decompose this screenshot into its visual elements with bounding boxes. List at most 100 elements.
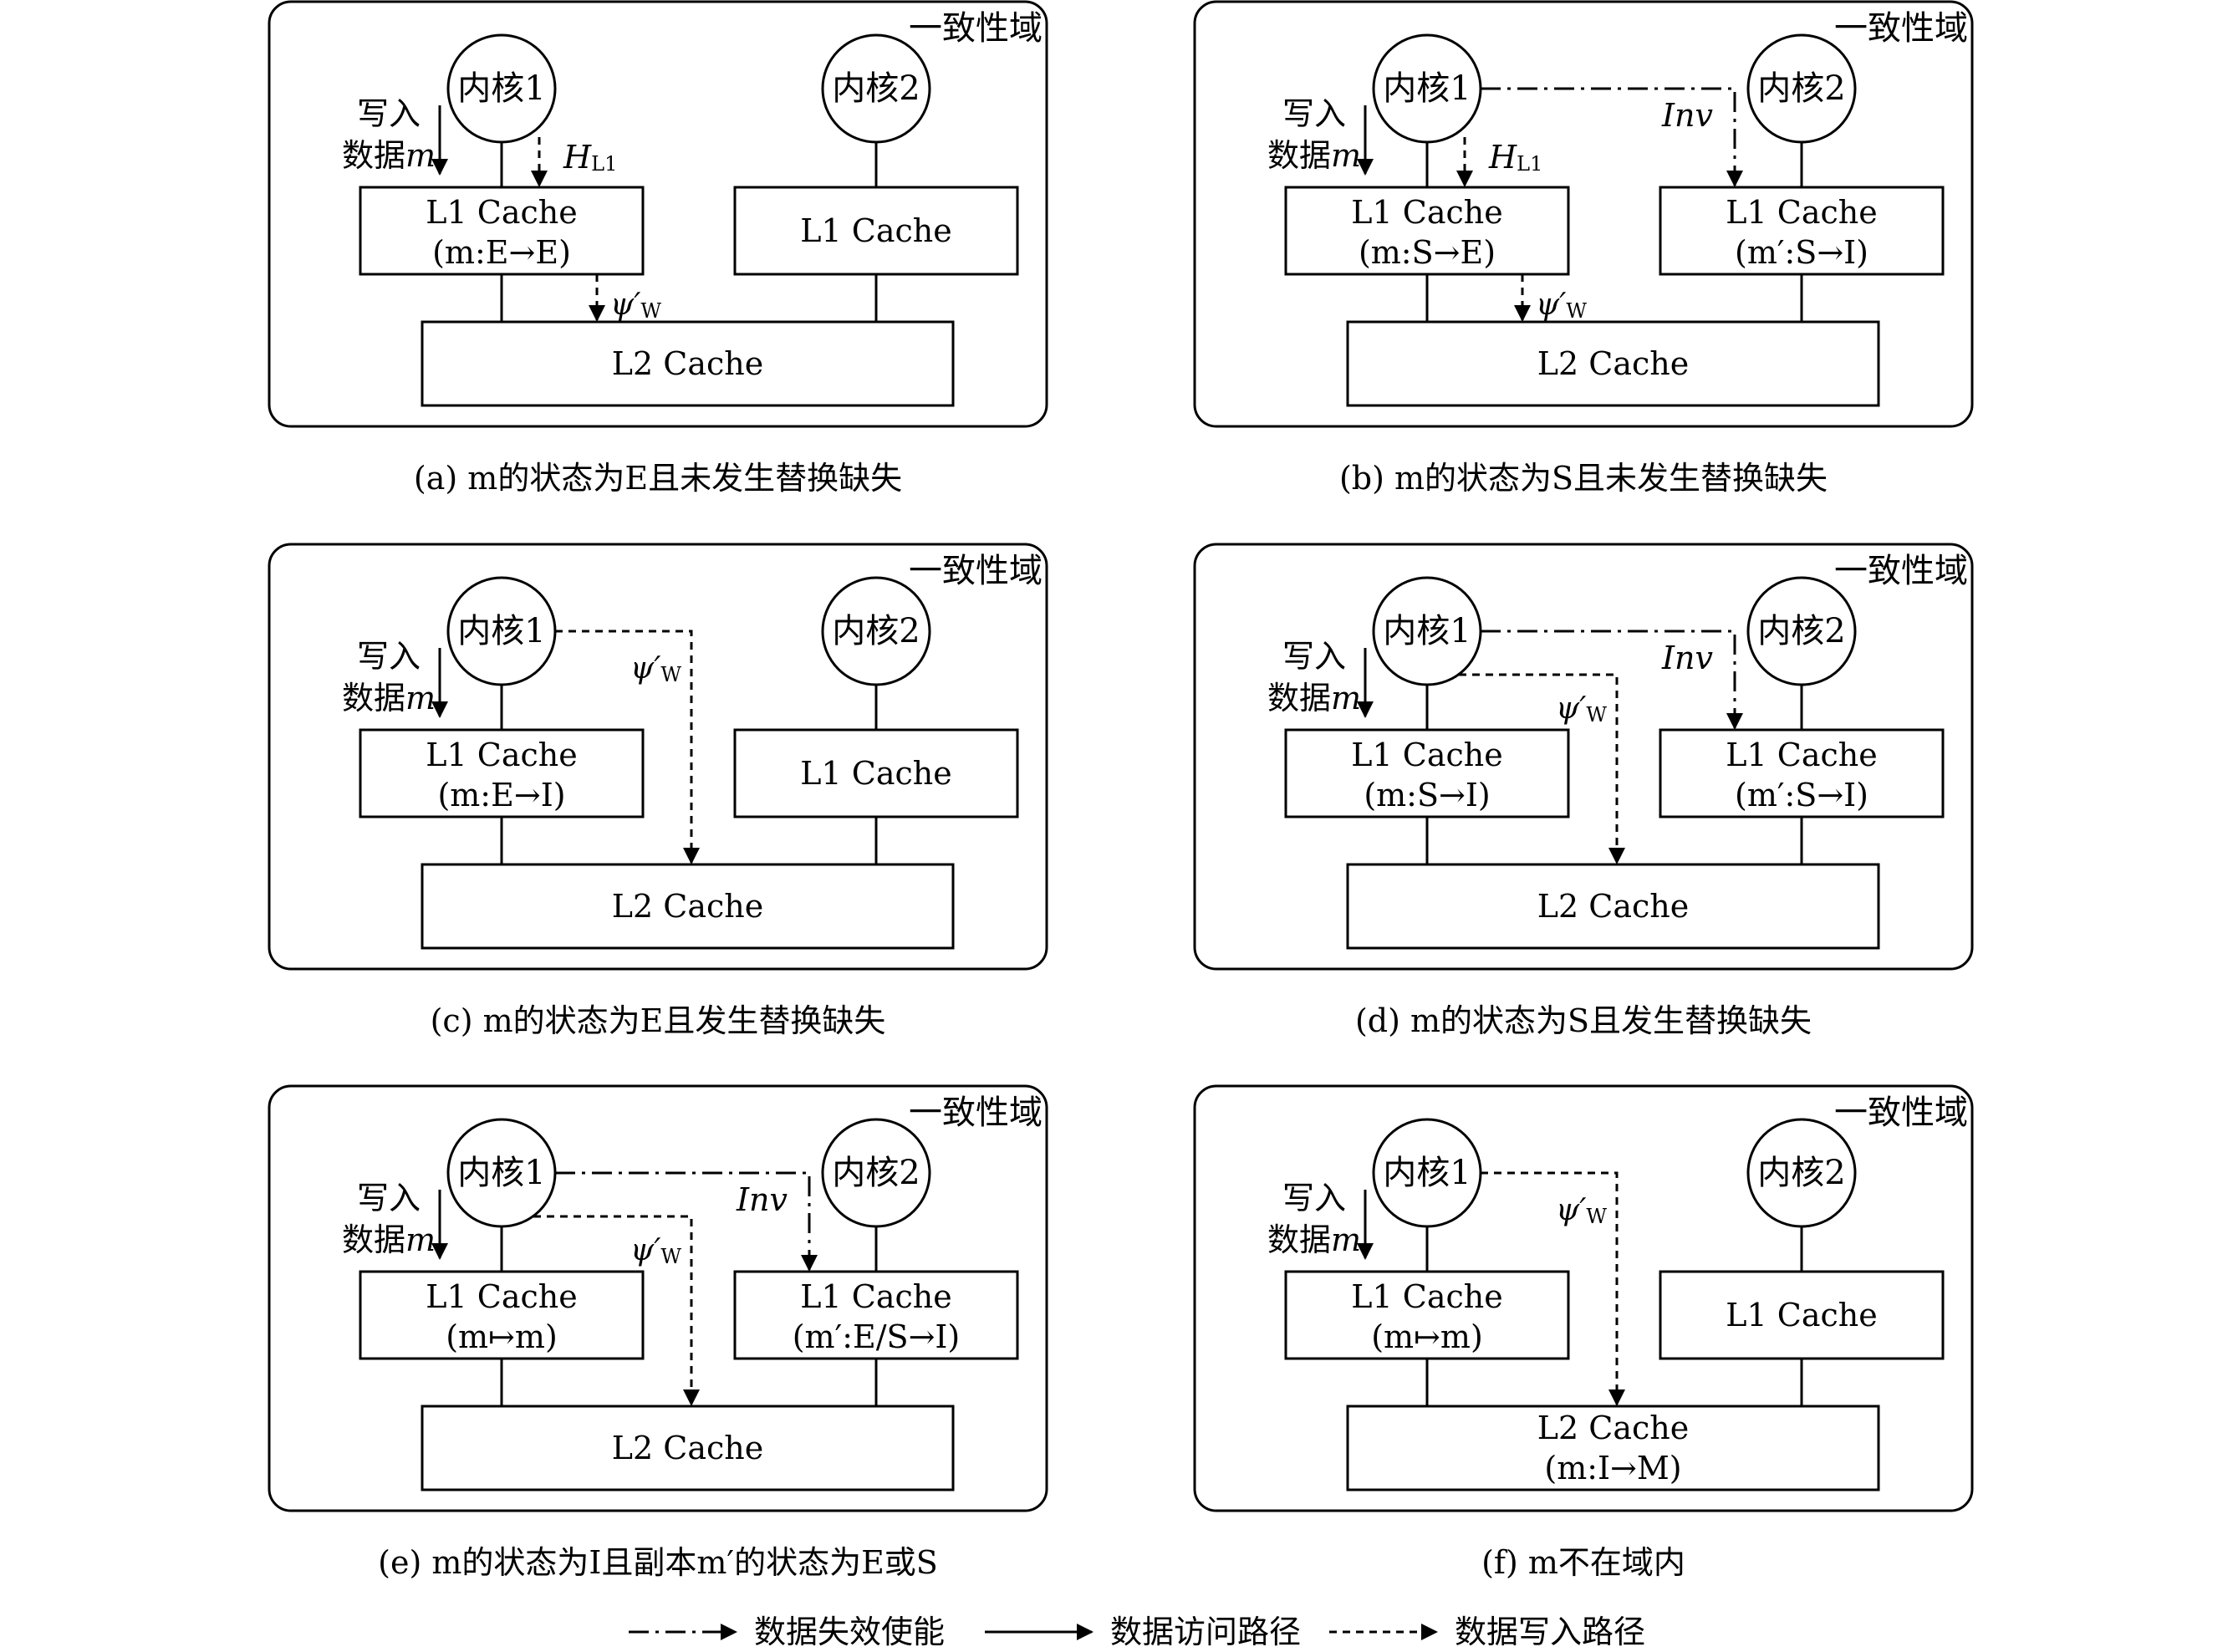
l2-label: L2 Cache (1537, 888, 1689, 925)
write-l2-path (555, 630, 700, 864)
l1-left-state: (m:S→E) (1359, 234, 1496, 271)
panel-caption: (f) m不在域内 (1481, 1544, 1685, 1581)
hit-l1-label: HL1 (563, 139, 617, 176)
write-label-line2: 数据m (342, 1221, 436, 1258)
panel-caption: (d) m的状态为S且发生替换缺失 (1355, 1002, 1812, 1039)
inv-label: Inv (736, 1181, 788, 1218)
l1-right-label: L1 Cache (800, 212, 951, 249)
core2-label: 内核2 (832, 612, 920, 650)
psi-w-label: ψ′W (1536, 288, 1587, 324)
core1-label: 内核1 (1383, 1154, 1471, 1192)
l1-left-state: (m:S→I) (1364, 777, 1490, 813)
l1-cache-right (733, 186, 1019, 276)
core1-label: 内核1 (1383, 612, 1471, 650)
coherence-domain-box (268, 0, 1048, 428)
legend-label-dashed: 数据写入路径 (1455, 1614, 1645, 1648)
write-label-line1: 写入 (357, 95, 421, 132)
l1-left-state: (m:E→I) (437, 777, 565, 813)
write-label-line2: 数据m (1267, 137, 1361, 174)
l1-left-label: L1 Cache (426, 194, 577, 231)
psi-w-label: ψ′W (630, 651, 681, 687)
coherence-domain-box (1193, 543, 1974, 971)
write-label-line1: 写入 (357, 638, 421, 675)
l1-right-state: (m′:E/S→I) (793, 1318, 961, 1355)
domain-label: 一致性域 (1834, 1094, 1968, 1132)
core2-label: 内核2 (1757, 69, 1845, 108)
panel-caption: (b) m的状态为S且未发生替换缺失 (1339, 460, 1828, 497)
coherence-domain-box (1193, 0, 1974, 428)
write-label-line2: 数据m (1267, 1221, 1361, 1258)
domain-label: 一致性域 (1834, 552, 1968, 590)
l2-cache (1346, 320, 1880, 407)
core1-label: 内核1 (457, 69, 545, 108)
psi-w-label: ψ′W (610, 288, 661, 324)
l1-cache-left (1284, 186, 1570, 276)
panel-caption: (c) m的状态为E且发生替换缺失 (431, 1002, 886, 1039)
l1-left-label: L1 Cache (426, 737, 577, 773)
l2-cache (1346, 1405, 1880, 1491)
l2-cache (1346, 863, 1880, 950)
write-label-line2: 数据m (342, 137, 436, 174)
l1-right-state: (m′:S→I) (1735, 234, 1868, 271)
domain-label: 一致性域 (909, 552, 1043, 590)
coherence-domain-box (268, 1084, 1048, 1512)
l2-label: L2 Cache (1537, 345, 1689, 382)
core2-label: 内核2 (832, 1154, 920, 1192)
inv-label: Inv (1661, 640, 1713, 676)
l1-right-label: L1 Cache (800, 755, 951, 792)
invalidate-path (1481, 87, 1743, 187)
l1-left-state: (m:E→E) (432, 234, 571, 271)
l1-right-label: L1 Cache (1726, 737, 1877, 773)
legend: 数据失效使能 数据访问路径 数据写入路径 (629, 1614, 1645, 1650)
psi-w-label: ψ′W (1556, 1193, 1607, 1229)
l1-left-state: (m↦m) (1371, 1318, 1483, 1355)
l1-right-label: L1 Cache (1726, 1297, 1877, 1333)
l1-right-label: L1 Cache (800, 1278, 951, 1315)
domain-label: 一致性域 (1834, 9, 1968, 48)
core1-label: 内核1 (1383, 69, 1471, 108)
l1-cache-right (1659, 186, 1945, 276)
core2-label: 内核2 (832, 69, 920, 108)
write-label-line1: 写入 (1282, 1180, 1346, 1216)
l1-right-state: (m′:S→I) (1735, 777, 1868, 813)
panel-caption: (e) m的状态为I且副本m′的状态为E或S (378, 1544, 938, 1581)
l2-cache (421, 863, 955, 950)
l2-label: L2 Cache (1537, 1410, 1689, 1446)
core2-label: 内核2 (1757, 1154, 1845, 1192)
psi-w-label: ψ′W (1556, 691, 1607, 727)
domain-label: 一致性域 (909, 9, 1043, 48)
l1-cache-left (359, 728, 645, 818)
inv-label: Inv (1661, 97, 1713, 134)
l1-left-state: (m↦m) (446, 1318, 558, 1355)
l2-state: (m:I→M) (1544, 1450, 1681, 1486)
l2-cache (421, 1405, 955, 1491)
write-l2-path (533, 1215, 700, 1406)
l1-left-label: L1 Cache (1351, 737, 1502, 773)
panel-caption: (a) m的状态为E且未发生替换缺失 (414, 460, 902, 497)
l1-left-label: L1 Cache (426, 1278, 577, 1315)
write-label-line1: 写入 (357, 1180, 421, 1216)
psi-w-label: ψ′W (630, 1233, 681, 1269)
domain-label: 一致性域 (909, 1094, 1043, 1132)
hit-l1-label: HL1 (1488, 139, 1542, 176)
legend-label-dashdot: 数据失效使能 (754, 1614, 945, 1648)
l2-cache (421, 320, 955, 407)
legend-label-solid: 数据访问路径 (1110, 1614, 1301, 1648)
l1-left-label: L1 Cache (1351, 194, 1502, 231)
l2-label: L2 Cache (612, 345, 763, 382)
invalidate-path (555, 1171, 818, 1272)
l2-label: L2 Cache (612, 1430, 763, 1466)
l1-right-label: L1 Cache (1726, 194, 1877, 231)
l1-left-label: L1 Cache (1351, 1278, 1502, 1315)
write-label-line1: 写入 (1282, 638, 1346, 675)
coherence-domain-box (1193, 1084, 1974, 1512)
write-l2-path (1459, 673, 1625, 864)
core1-label: 内核1 (457, 1154, 545, 1192)
coherence-domain-box (268, 543, 1048, 971)
